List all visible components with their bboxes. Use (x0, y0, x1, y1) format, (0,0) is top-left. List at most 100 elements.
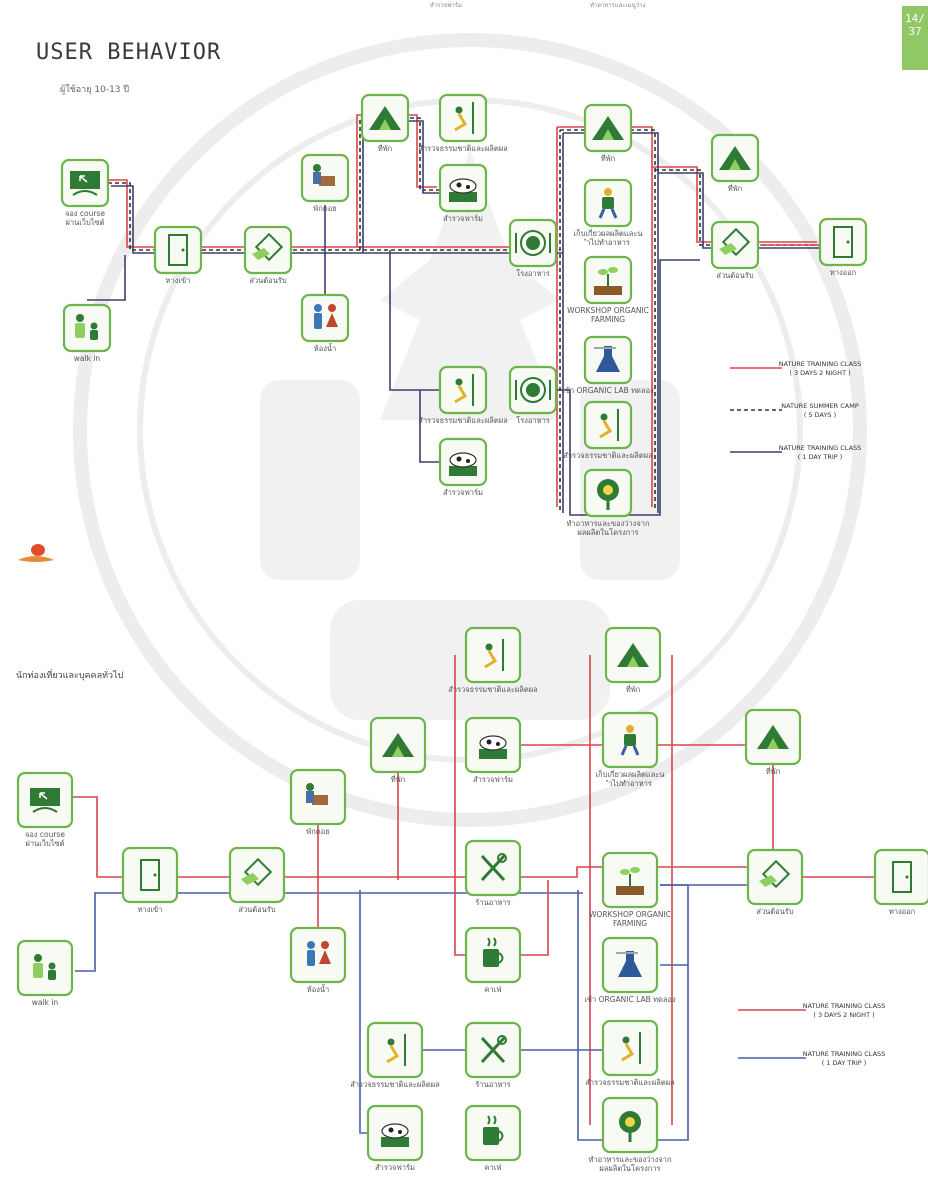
d1-node-walkin-box (62, 303, 112, 353)
hiker-icon (621, 1032, 641, 1064)
d2-node-reception2: ส่วนต้อนรับ (746, 848, 804, 916)
tent-icon (757, 725, 789, 749)
d1-daytrip-line-a (389, 250, 440, 391)
d1-node-tent1: ที่พัก (360, 93, 410, 153)
d2-node-nature1-label: สำรวจธรรมชาติและผลิตผล (448, 685, 537, 694)
d1-flow-line-2-d (362, 120, 443, 253)
d1-walkin-line (87, 255, 126, 301)
plate-icon (515, 377, 551, 403)
d1-node-tent2: ที่พัก (583, 103, 633, 163)
d2-node-rest1: ร้านอาหาร (464, 839, 522, 907)
d2-node-harvest: เก็บเกี่ยวผลผลิตและนำไปทำอาหาร (595, 711, 665, 788)
d1-legend-label-0: NATURE TRAINING CLASS (779, 360, 862, 368)
d2-node-reception2-box (746, 848, 804, 906)
utensils-icon (480, 853, 507, 882)
reception-icon (241, 857, 273, 887)
d2-legend-sublabel-1: ( 1 DAY TRIP ) (822, 1059, 867, 1067)
page-number-bottom: 37 (908, 25, 922, 38)
d1-node-nature1: สำรวจธรรมชาติและผลิตผล (418, 93, 508, 153)
sprout-icon (616, 867, 644, 895)
d1-node-cook-label: ทำอาหารและของว่างจากผลผลิตในโครงการ (566, 519, 649, 537)
d1-legend-sublabel-1: ( 5 DAYS ) (804, 411, 836, 419)
d1-node-farm2: สำรวจฟาร์ม (438, 437, 488, 497)
d2-node-entrance-box (121, 846, 179, 904)
d2-node-nature3: สำรวจธรรมชาติและผลิตผล (585, 1019, 675, 1087)
d2-node-nature3-label: สำรวจธรรมชาติและผลิตผล (585, 1078, 674, 1087)
d1-node-tent1-label: ที่พัก (378, 143, 392, 153)
d2-node-reception2-label: ส่วนต้อนรับ (756, 907, 793, 916)
d1-node-lounge-label: พักคอย (313, 204, 336, 213)
d1-node-reception2-label: ส่วนต้อนรับ (716, 271, 753, 280)
page-title: USER BEHAVIOR (36, 40, 222, 65)
d2-node-tent1-label: ที่พัก (391, 774, 405, 784)
d1-node-exit: ทางออก (818, 217, 868, 277)
d1-node-nature2-label: สำรวจธรรมชาติและผลิตผล (418, 416, 507, 425)
d2-node-nature2: สำรวจธรรมชาติและผลิตผล (350, 1021, 440, 1089)
reception-icon (759, 859, 791, 889)
cropped-label-left: สำรวจฟาร์ม (430, 2, 462, 9)
d1-node-food2: โรงอาหาร (508, 365, 558, 425)
d2-node-reception: ส่วนต้อนรับ (228, 846, 286, 914)
d2-node-cook-label: ทำอาหารและของว่างจากผลผลิตในโครงการ (588, 1155, 671, 1173)
reception-icon (719, 227, 751, 257)
d1-node-cook: ทำอาหารและของว่างจากผลผลิตในโครงการ (566, 468, 650, 537)
d2-node-tent2-label: ที่พัก (626, 684, 640, 694)
d1-node-tent2-label: ที่พัก (601, 153, 615, 163)
rest-icon (306, 783, 328, 805)
d2-legend-label-1: NATURE TRAINING CLASS (803, 1050, 886, 1058)
mug-icon (483, 937, 504, 967)
hiker-icon (484, 639, 504, 671)
family-icon (33, 954, 56, 980)
cow-icon (479, 735, 507, 759)
d1-node-harvest: เก็บเกี่ยวผลผลิตและนำไปทำอาหาร (573, 178, 643, 247)
d2-node-walkin: walk in (16, 939, 74, 1007)
door-icon (140, 859, 160, 891)
tent-icon (382, 733, 414, 757)
d1-flow-line-1-c (655, 169, 820, 246)
door-icon (892, 861, 912, 893)
d1-daytrip-line-b (419, 390, 440, 463)
d2-node-exit-box (873, 848, 928, 906)
d2-node-farm1: สำรวจฟาร์ม (464, 716, 522, 784)
d2-node-farm1-label: สำรวจฟาร์ม (473, 775, 513, 784)
section-title-general-visitors: นักท่องเที่ยวและบุคคลทั่วไป (16, 671, 124, 681)
d2-node-cook: ทำอาหารและของว่างจากผลผลิตในโครงการ (588, 1096, 672, 1173)
toilet-icon (314, 304, 338, 329)
d2-node-rest2: ร้านอาหาร (464, 1021, 522, 1089)
d2-node-exit-label: ทางออก (889, 907, 915, 916)
d1-node-reception-label: ส่วนต้อนรับ (249, 276, 286, 285)
door-icon (168, 234, 188, 266)
d1-node-reception2: ส่วนต้อนรับ (710, 220, 760, 280)
d1-node-walkin-label: walk in (74, 354, 101, 363)
d1-node-toilet-box (300, 293, 350, 343)
d2-node-walkin-label: walk in (32, 998, 59, 1007)
d2-node-rest1-label: ร้านอาหาร (475, 898, 510, 907)
hiker-icon (599, 409, 619, 441)
d2-node-tent1: ที่พัก (369, 716, 427, 784)
d1-flow-line-1 (108, 130, 561, 510)
mug-icon (483, 1115, 504, 1145)
d1-node-exit-label: ทางออก (830, 268, 856, 277)
d2-node-toilet: ห้องน้ำ (289, 926, 347, 994)
d1-node-walkin: walk in (62, 303, 112, 363)
d2-node-cafe2-label: คาเฟ่ (484, 1163, 501, 1172)
d2-node-cafe1: คาเฟ่ (464, 926, 522, 994)
d1-node-farm2-label: สำรวจฟาร์ม (443, 488, 483, 497)
cropped-label-right: ทำอาหารและเมนูว่าง (590, 2, 646, 9)
d2-node-entrance-label: ทางเข้า (138, 905, 163, 914)
d2-node-reception-label: ส่วนต้อนรับ (238, 905, 275, 914)
utensils-icon (480, 1035, 507, 1064)
d1-node-reception-box (243, 225, 293, 275)
d2-legend-sublabel-0: ( 3 DAYS 2 NIGHT ) (813, 1011, 874, 1019)
d1-node-lab: เข้า ORGANIC LAB ทดลอง (562, 335, 654, 395)
pan-icon (597, 479, 619, 510)
d2-node-farm2-label: สำรวจฟาร์ม (375, 1163, 415, 1172)
d2-node-lab-label: เข้า ORGANIC LAB ทดลอง (584, 995, 676, 1004)
